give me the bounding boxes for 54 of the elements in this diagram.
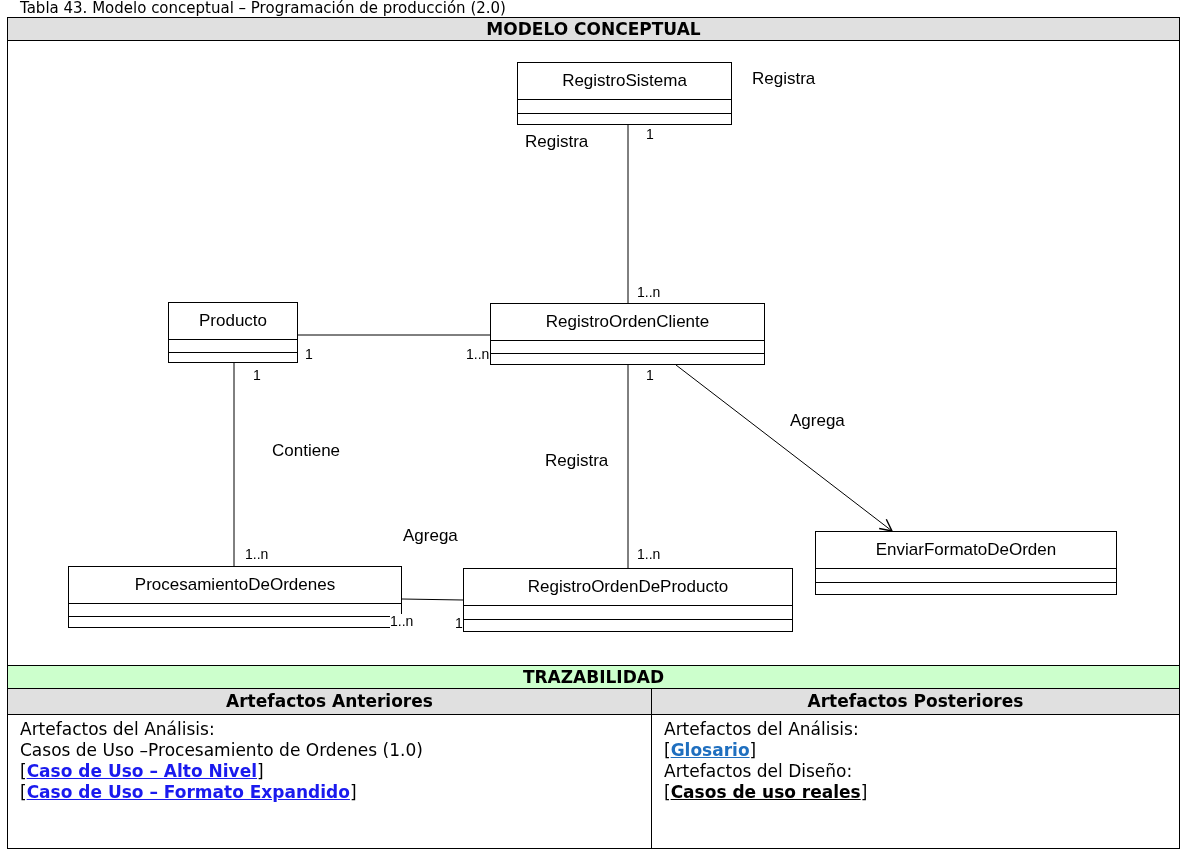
class-box (517, 62, 732, 125)
bracket-text: [ (20, 782, 27, 802)
bracket-text: ] (257, 761, 264, 781)
edge-label: Agrega (403, 527, 458, 545)
association-line (627, 124, 629, 304)
relation-label: Registra (752, 70, 816, 88)
multiplicity-label: 1..n (637, 285, 661, 300)
link: Caso de Uso – Formato Expandido (26, 782, 350, 802)
multiplicity-label: 1 (646, 127, 654, 142)
table-title: Tabla 43. Modelo conceptual – Programación de producción (2.0) (20, 0, 506, 17)
edge-label: Contiene (272, 442, 341, 460)
cell-text: Artefactos del Análisis: (664, 719, 859, 740)
arrow (675, 364, 893, 532)
bracket-text: ] (749, 740, 757, 760)
bracket-text: ] (349, 782, 357, 802)
bracket-text: [ (664, 740, 671, 760)
cell-text: Artefactos del Diseño: (664, 761, 853, 782)
association-line (297, 334, 491, 336)
link: Casos de uso reales (670, 782, 861, 802)
link: Glosario (670, 740, 750, 760)
association-line (627, 364, 629, 569)
multiplicity-label: 1..n (637, 547, 661, 562)
edge-label: Registra (525, 133, 589, 151)
header-cell: Artefactos Posteriores (651, 688, 1180, 715)
class-name: Producto (197, 310, 268, 332)
header-cell: MODELO CONCEPTUAL (7, 17, 1180, 41)
multiplicity-label: 1 (253, 368, 261, 383)
class-name: EnviarFormatoDeOrden (874, 539, 1058, 561)
bracket-text: [ (20, 761, 27, 781)
cell-text: Casos de Uso –Procesamiento de Ordenes (1.0) (20, 740, 423, 761)
cell-text: Artefactos del Análisis: (20, 719, 215, 740)
bracket-text: [ (664, 782, 671, 802)
class-name: RegistroOrdenCliente (544, 311, 711, 333)
header-cell: TRAZABILIDAD (7, 665, 1180, 689)
multiplicity-label: 1..n (245, 547, 269, 562)
class-box (463, 568, 793, 632)
multiplicity-label: 1 (455, 616, 463, 631)
multiplicity-label: 1..n (466, 347, 490, 362)
bracket-text: ] (860, 782, 868, 802)
edge-label: Registra (545, 452, 609, 470)
class-box (815, 531, 1117, 595)
class-name: RegistroOrdenDeProducto (526, 576, 730, 598)
association-line (233, 362, 235, 567)
association-line (401, 598, 464, 601)
multiplicity-label: 1..n (390, 614, 414, 629)
class-name: ProcesamientoDeOrdenes (133, 574, 337, 596)
edge-label: Agrega (790, 412, 845, 430)
multiplicity-label: 1 (646, 368, 654, 383)
class-box (490, 303, 765, 365)
multiplicity-label: 1 (305, 347, 313, 362)
header-cell: Artefactos Anteriores (7, 688, 652, 715)
class-box (168, 302, 298, 363)
class-name: RegistroSistema (561, 70, 688, 92)
link: Caso de Uso – Alto Nivel (26, 761, 258, 781)
